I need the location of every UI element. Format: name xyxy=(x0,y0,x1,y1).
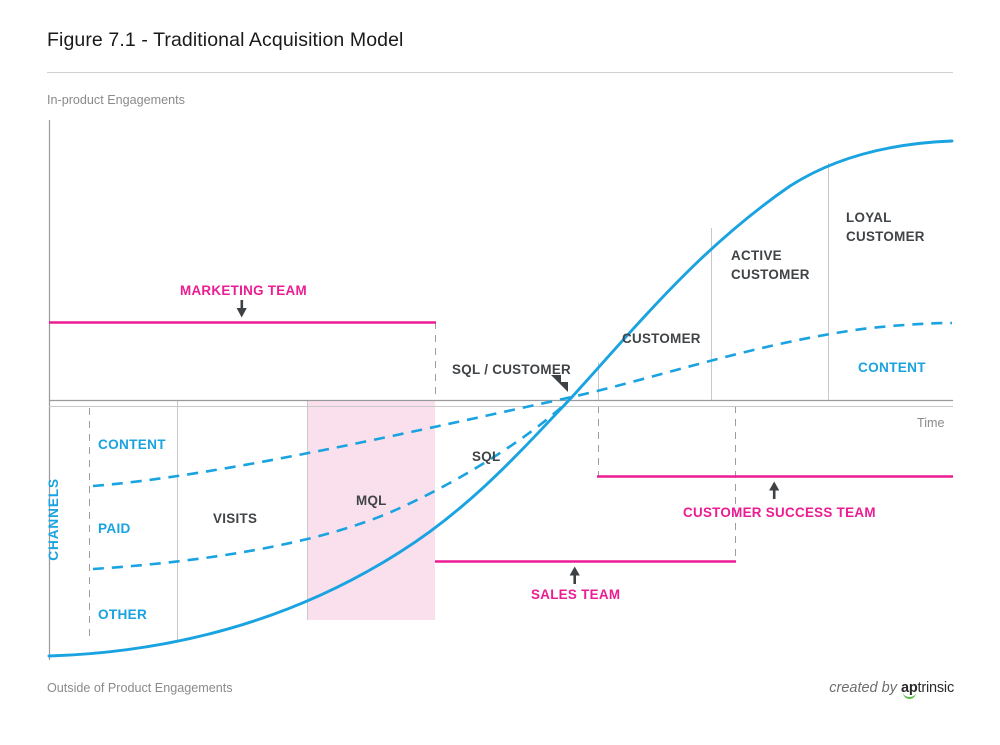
label-other: OTHER xyxy=(98,607,148,622)
brand-rest: trinsic xyxy=(917,680,955,696)
page-title: Figure 7.1 - Traditional Acquisition Mod… xyxy=(47,29,404,51)
label-mql: MQL xyxy=(356,493,387,508)
curve-paid-dashed xyxy=(92,396,573,571)
gridlines-lower-dashed xyxy=(89,406,736,640)
label-marketing-team: MARKETING TEAM xyxy=(180,283,307,298)
label-content-left: CONTENT xyxy=(98,437,166,452)
axis-caption-bottom: Outside of Product Engagements xyxy=(47,681,233,695)
aptrinsic-logo: aptrinsic xyxy=(901,680,955,699)
curve-content-dashed xyxy=(92,321,953,488)
axis-caption-top: In-product Engagements xyxy=(47,93,185,107)
swoosh-icon xyxy=(903,692,916,699)
credit-prefix: created by xyxy=(829,680,897,696)
label-content-right: CONTENT xyxy=(858,360,926,375)
label-loyal-customer: LOYAL CUSTOMER xyxy=(846,208,925,246)
title-divider xyxy=(47,72,953,73)
label-customer: CUSTOMER xyxy=(622,331,701,346)
label-sql: SQL xyxy=(472,449,501,464)
mql-shaded-region xyxy=(307,400,435,620)
arrow-customer-success-up xyxy=(769,481,780,499)
label-channels: CHANNELS xyxy=(46,478,61,561)
arrow-marketing-down xyxy=(236,300,247,318)
label-active-customer-line2: CUSTOMER xyxy=(731,267,810,283)
label-visits: VISITS xyxy=(213,511,258,526)
arrow-sales-up xyxy=(569,566,580,584)
axis-caption-time: Time xyxy=(917,416,945,430)
label-active-customer-line1: ACTIVE xyxy=(731,248,782,263)
label-customer-success-team: CUSTOMER SUCCESS TEAM xyxy=(683,505,876,520)
label-active-customer: ACTIVE CUSTOMER xyxy=(731,246,810,284)
gridlines-lower-solid xyxy=(177,400,308,640)
arrow-sql-customer-diagonal xyxy=(551,375,568,392)
label-loyal-customer-line2: CUSTOMER xyxy=(846,229,925,245)
label-sql-customer: SQL / CUSTOMER xyxy=(452,362,572,377)
label-paid: PAID xyxy=(98,521,131,536)
curve-engagement-solid xyxy=(47,139,954,658)
created-by-credit: created by aptrinsic xyxy=(829,680,955,699)
label-loyal-customer-line1: LOYAL xyxy=(846,210,892,225)
label-sales-team: SALES TEAM xyxy=(531,587,621,602)
